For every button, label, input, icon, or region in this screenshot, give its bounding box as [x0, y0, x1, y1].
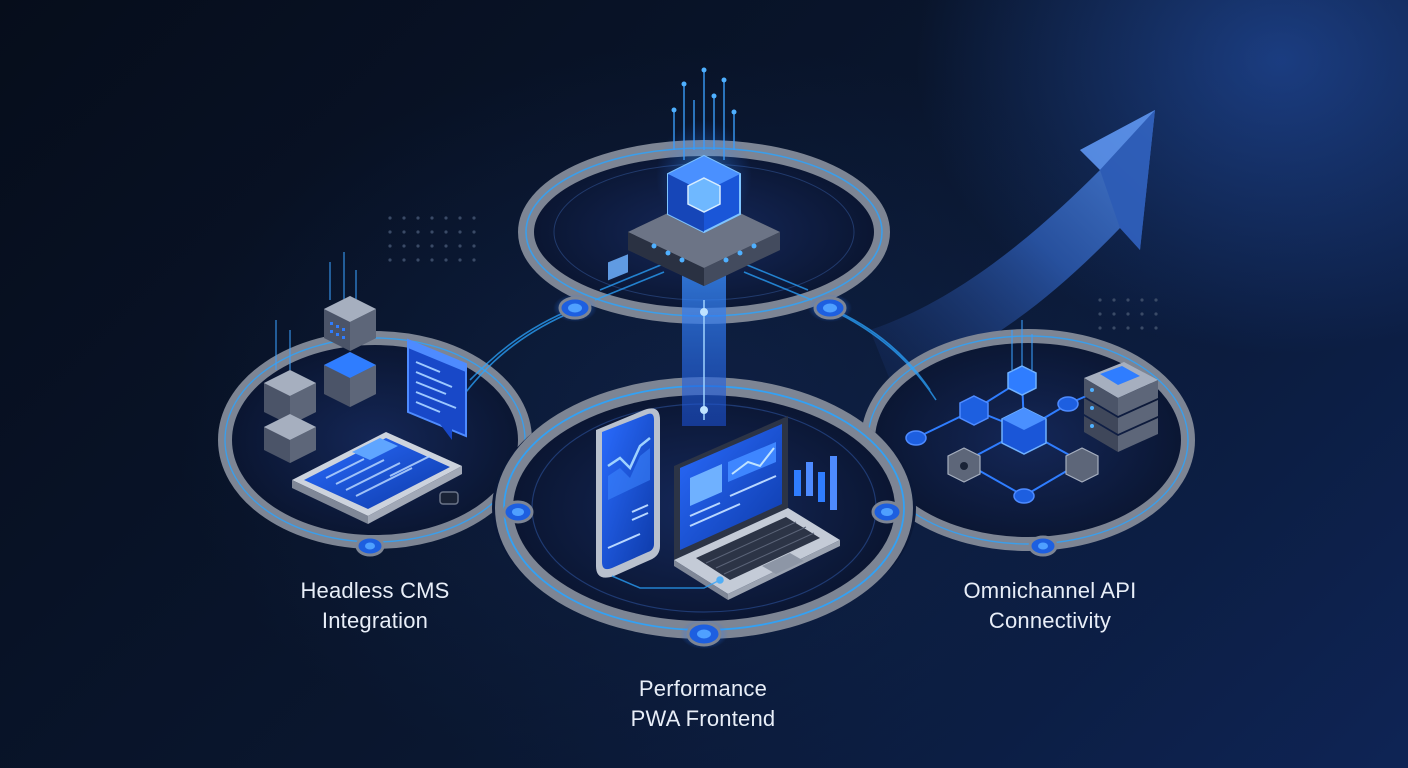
- network-graph-icon: [905, 320, 1101, 504]
- phone-chart-icon: [596, 254, 660, 578]
- circuit-traces: [611, 575, 724, 589]
- growth-arrow-icon: [870, 110, 1155, 380]
- ring-nodes: [355, 294, 1058, 649]
- node-center-left: [502, 500, 534, 524]
- cms-caption: Headless CMS Integration: [270, 576, 480, 636]
- laptop-icon: [674, 416, 840, 600]
- api-caption: Omnichannel API Connectivity: [930, 576, 1170, 636]
- node-center-right: [871, 500, 903, 524]
- cms-caption-line2: Integration: [321, 608, 429, 633]
- dot-grid-right: [1098, 298, 1158, 330]
- dot-grid-left: [388, 216, 476, 262]
- tablet-icon: [292, 432, 462, 524]
- pwa-caption-line2: PWA Frontend: [630, 706, 776, 731]
- node-right-bottom: [1028, 535, 1058, 557]
- cms-caption-line1: Headless CMS: [300, 578, 450, 603]
- code-window-icon: [407, 338, 467, 440]
- pwa-caption: Performance PWA Frontend: [598, 674, 808, 734]
- server-stack-icon: [264, 252, 376, 463]
- data-beam: [682, 268, 726, 426]
- cube-hub-icon: [628, 67, 780, 286]
- node-center-bottom: [680, 619, 728, 649]
- bar-chart-icon: [794, 456, 837, 510]
- node-left-bottom: [355, 535, 385, 557]
- rack-server-icon: [1084, 362, 1158, 452]
- api-caption-line1: Omnichannel API: [963, 578, 1137, 603]
- node-top-left: [553, 294, 597, 322]
- node-top-right: [808, 294, 852, 322]
- api-caption-line2: Connectivity: [988, 608, 1112, 633]
- connection-lines: [465, 261, 937, 401]
- pwa-caption-line1: Performance: [638, 676, 768, 701]
